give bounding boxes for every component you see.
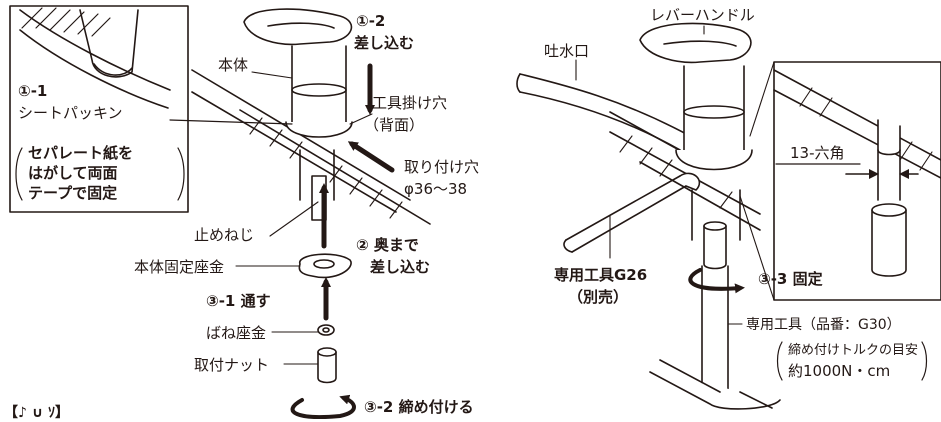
step-3-3-label: ③-3 固定 [758, 270, 823, 288]
body-label: 本体 [218, 56, 249, 74]
step-2-label: ② 奥まで [356, 236, 419, 254]
step-3-2-label: ③-2 締め付ける [364, 398, 474, 416]
fixing-washer-label: 本体固定座金 [134, 258, 225, 276]
seat-packing-leader [169, 119, 293, 125]
lever-label: レバーハンドル [650, 6, 755, 24]
nut-label: 取付ナット [194, 356, 270, 374]
inset-bracket [15, 147, 185, 201]
step-2-insert-label: 差し込む [370, 258, 431, 276]
spout-shape [519, 73, 691, 151]
packing-note-1: セパレート紙を [28, 144, 134, 162]
tool-g30-shape [649, 265, 781, 410]
tool-g26-label: 専用工具G26 [554, 266, 648, 284]
torque-value: 約1000N・cm [788, 362, 891, 380]
hex-label: 13-六角 [790, 144, 845, 162]
torque-note: 締め付けトルクの目安 [788, 343, 919, 358]
spring-washer-shape [317, 324, 335, 336]
tool-g30-label: 専用工具（品番：G30） [746, 317, 901, 333]
packing-inset [9, 5, 189, 213]
hex-inset [773, 61, 941, 301]
tool-g26-note: （別売） [568, 288, 629, 306]
faucet-body-left [243, 8, 353, 221]
nut-shape [317, 347, 337, 384]
torque-bracket [776, 341, 928, 381]
spring-washer-label: ばね座金 [206, 324, 267, 342]
inset-step-label: ①-1 [18, 82, 48, 100]
packing-note-2: はがして両面 [28, 164, 118, 182]
fix-arrow [688, 268, 745, 294]
fixing-washer-shape [298, 253, 352, 279]
faucet-body-right [639, 22, 753, 270]
insert-label: 差し込む [354, 34, 415, 52]
step-3-1-label: ③-1 通す [206, 292, 271, 310]
leaders-right [575, 25, 743, 325]
spout-label: 吐水口 [544, 42, 590, 60]
tighten-arrow [290, 394, 356, 419]
bottom-cut-text: 【♪ ∪ ｿ】 [4, 405, 70, 421]
packing-note-3: テープで固定 [28, 184, 118, 202]
tool-g26-shape [563, 172, 701, 253]
tool-hole-note: （背面） [364, 116, 425, 134]
mount-hole-size: φ36〜38 [404, 180, 468, 198]
tool-hole-label: 工具掛け穴 [372, 94, 448, 112]
leaders-left [235, 71, 373, 365]
mount-hole-arrow [347, 141, 395, 173]
step-1-2-label: ①-2 [356, 12, 386, 30]
seat-packing-label: シートパッキン [18, 104, 123, 122]
set-screw-label: 止めねじ [194, 226, 255, 244]
mount-hole-label: 取り付け穴 [404, 158, 480, 176]
